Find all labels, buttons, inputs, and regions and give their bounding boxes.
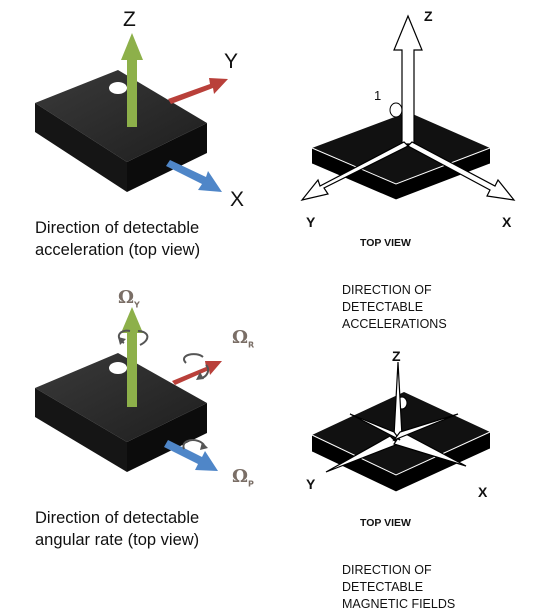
br-axis-y-label: Y: [306, 476, 316, 492]
br-caption-line3: MAGNETIC FIELDS: [342, 597, 456, 611]
chip-top-face: [35, 70, 207, 162]
roll-rotation-arc: [183, 353, 204, 364]
bl-caption-line2: angular rate (top view): [35, 531, 200, 549]
angular-rate-chip-figure: [35, 307, 222, 472]
chip-top-face: [35, 353, 207, 442]
tl-caption-line2: acceleration (top view): [35, 241, 201, 259]
z-axis-arrow: [121, 33, 143, 127]
tr-axis-y-label: Y: [306, 214, 316, 230]
chip-right-face: [127, 123, 207, 192]
pitch-axis-arrow: [164, 440, 218, 471]
tr-caption-line1: DIRECTION OF: [342, 283, 432, 297]
chip-right-face: [396, 148, 490, 200]
back-right-spike: [392, 413, 459, 442]
x-axis-arrow: [407, 141, 516, 201]
tr-caption: DIRECTION OF DETECTABLE ACCELERATIONS: [342, 282, 447, 333]
x-axis-arrow: [166, 160, 222, 192]
tr-axis-x-label: X: [502, 214, 512, 230]
roll-axis-arrow: [172, 361, 222, 385]
pin-one-dot: [389, 102, 403, 118]
y-axis-arrow: [300, 141, 410, 201]
omega-roll-subscript: R: [248, 340, 255, 350]
bl-caption-line1: Direction of detectable: [35, 509, 200, 527]
magnetic-field-star: [325, 361, 467, 473]
tl-axis-z-label: Z: [123, 8, 136, 31]
omega-roll-symbol: Ω: [232, 327, 249, 348]
tr-top-view-label: TOP VIEW: [360, 237, 411, 249]
acceleration-chip-figure: [35, 33, 228, 192]
accelerations-top-view-figure: [300, 14, 516, 201]
tl-caption-line1: Direction of detectable: [35, 219, 200, 237]
omega-pitch-symbol: Ω: [232, 466, 249, 487]
omega-roll-label: ΩR: [232, 327, 254, 350]
tr-axis-z-label: Z: [424, 8, 433, 24]
chip-left-face: [35, 103, 127, 192]
omega-pitch-subscript: P: [248, 479, 254, 489]
chip-pin-one-dot: [109, 362, 127, 374]
br-caption: DIRECTION OF DETECTABLE MAGNETIC FIELDS: [342, 562, 455, 613]
tl-caption: Direction of detectable acceleration (to…: [35, 217, 200, 261]
tl-axis-x-label: X: [230, 188, 245, 211]
br-caption-line1: DIRECTION OF: [342, 563, 432, 577]
chip-right-face: [396, 432, 490, 492]
tr-caption-line2: DETECTABLE: [342, 300, 424, 314]
chip-left-face: [312, 435, 396, 492]
tr-pin-one-label: 1: [374, 88, 382, 103]
bl-caption: Direction of detectable angular rate (to…: [35, 507, 199, 551]
chip-pin-one-dot: [109, 82, 127, 94]
chip-left-face: [312, 148, 396, 200]
tl-axis-y-label: Y: [224, 50, 239, 73]
omega-yaw-subscript: Y: [134, 300, 140, 310]
z-axis-arrow: [393, 14, 423, 145]
omega-yaw-symbol: Ω: [118, 287, 135, 308]
br-axis-z-label: Z: [392, 348, 401, 364]
br-top-view-label: TOP VIEW: [360, 517, 411, 529]
y-axis-arrow: [168, 78, 228, 104]
br-caption-line2: DETECTABLE: [342, 580, 424, 594]
tr-caption-line3: ACCELERATIONS: [342, 317, 447, 331]
magnetic-top-view-figure: [311, 361, 491, 493]
omega-yaw-label: ΩY: [118, 287, 140, 310]
chip-right-face: [127, 403, 207, 472]
omega-pitch-label: ΩP: [232, 466, 254, 489]
yaw-axis-arrow: [121, 307, 143, 407]
chip-left-face: [35, 388, 127, 472]
br-axis-x-label: X: [478, 484, 488, 500]
